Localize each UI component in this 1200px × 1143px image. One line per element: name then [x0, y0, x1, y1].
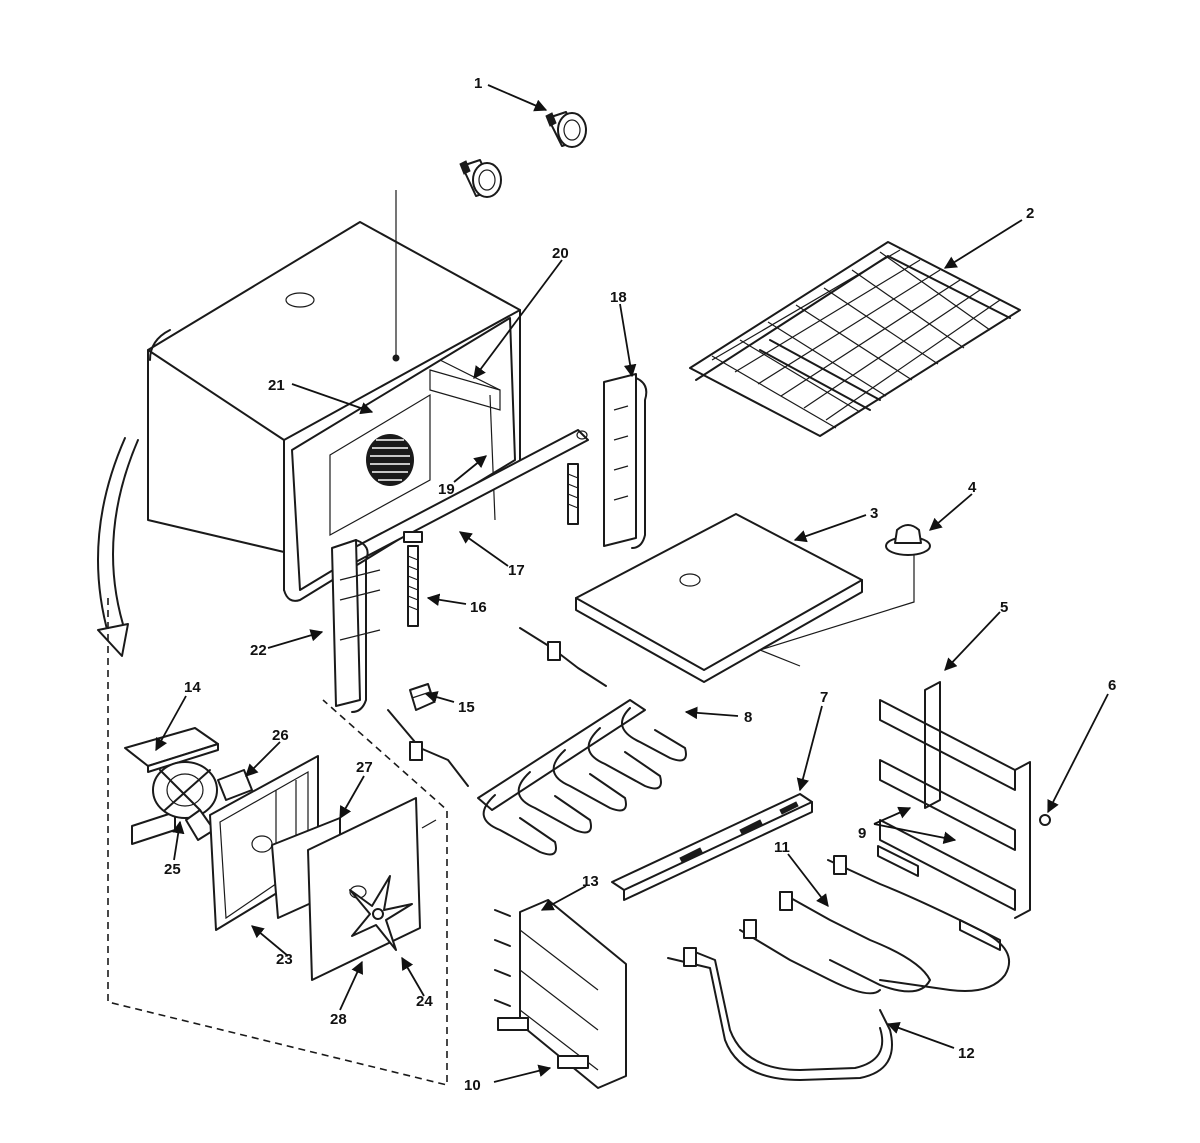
- control-knob: [459, 159, 502, 198]
- dashed-enclosure: [107, 598, 448, 1087]
- callout-7: 7: [820, 689, 828, 706]
- bake-element: [387, 627, 687, 856]
- bottom-panel: [575, 513, 863, 683]
- callout-14: 14: [184, 679, 201, 696]
- callout-22: 22: [250, 642, 267, 659]
- callout-8: 8: [744, 709, 752, 726]
- callout-6: 6: [1108, 677, 1116, 694]
- callout-26: 26: [272, 727, 289, 744]
- callout-1: 1: [474, 75, 482, 92]
- fan-motor: [152, 761, 218, 841]
- leader-lines: [155, 84, 1109, 1083]
- callout-21: 21: [268, 377, 285, 394]
- callout-27: 27: [356, 759, 373, 776]
- callout-28: 28: [330, 1011, 347, 1028]
- callout-15: 15: [458, 699, 475, 716]
- callout-4: 4: [968, 479, 977, 496]
- broil-element-outer: [667, 855, 893, 1081]
- motor-mount: [217, 769, 253, 801]
- callout-9: 9: [858, 825, 866, 842]
- fan-grille: [366, 434, 414, 486]
- callout-16: 16: [470, 599, 487, 616]
- callout-17: 17: [508, 562, 525, 579]
- callout-25: 25: [164, 861, 181, 878]
- callout-19: 19: [438, 481, 455, 498]
- callout-18: 18: [610, 289, 627, 306]
- broil-element-inner: [739, 859, 1010, 995]
- motor-bracket: [124, 727, 219, 845]
- clip: [409, 683, 435, 711]
- callout-20: 20: [552, 245, 569, 262]
- callout-2: 2: [1026, 205, 1034, 222]
- callout-10: 10: [464, 1077, 481, 1094]
- rack-clip: [877, 845, 1001, 951]
- curved-arrow: [97, 437, 139, 657]
- side-rack-left: [603, 373, 648, 549]
- callout-5: 5: [1000, 599, 1008, 616]
- callout-3: 3: [870, 505, 878, 522]
- callout-13: 13: [582, 873, 599, 890]
- hinge-bracket: [331, 539, 381, 713]
- fan-blade: [349, 875, 413, 951]
- callout-11: 11: [774, 839, 790, 856]
- broiler-frame: [494, 899, 627, 1089]
- channel-rail: [611, 793, 813, 901]
- oven-rack: [689, 241, 1021, 437]
- callout-12: 12: [958, 1045, 975, 1062]
- oven-cavity: [147, 190, 521, 602]
- side-rack-right: [879, 681, 1051, 919]
- vent-cap: [758, 524, 931, 667]
- callout-23: 23: [276, 951, 293, 968]
- control-knob: [545, 111, 587, 148]
- callout-24: 24: [416, 993, 433, 1010]
- spring: [407, 463, 579, 627]
